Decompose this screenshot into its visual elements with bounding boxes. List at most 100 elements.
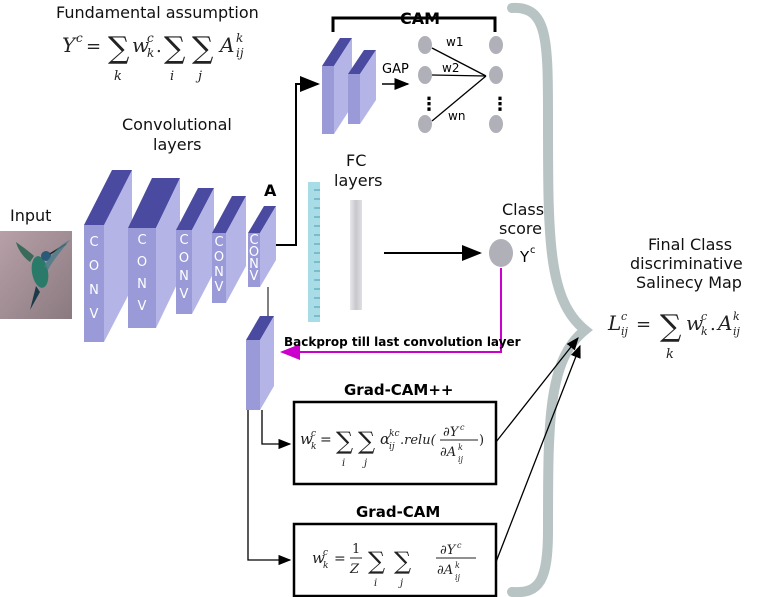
arrow-gradcampp-to-final <box>495 336 579 443</box>
input-image <box>0 231 72 319</box>
gradcampp-title: Grad-CAM++ <box>344 381 453 399</box>
final-label-line3: Salinecy Map <box>636 273 742 292</box>
svg-text:c: c <box>323 548 328 558</box>
conv-block-2 <box>128 178 180 328</box>
svg-text:∂Y: ∂Y <box>443 425 460 440</box>
gap-label: GAP <box>382 62 409 77</box>
cam-nodes-right: ⋮ <box>489 36 509 133</box>
svg-text:∂A: ∂A <box>440 445 456 460</box>
svg-text:w: w <box>300 430 313 448</box>
svg-text:.relu(: .relu( <box>400 433 437 448</box>
backprop-conv-block <box>246 316 274 410</box>
svg-text:i: i <box>342 458 345 469</box>
svg-text:k: k <box>733 310 740 323</box>
convolutional-layers-label-line1: Convolutional <box>122 115 232 134</box>
svg-text:∂Y: ∂Y <box>440 543 457 558</box>
activation-a-label: A <box>264 181 277 200</box>
svg-text:): ) <box>479 433 484 448</box>
fc-label-line2: layers <box>334 171 382 190</box>
conv-letter: C <box>89 235 98 250</box>
gradcam-formula: w c k = 1 Z ∑ i ∑ j ∂Y c ∂A k ij <box>312 541 476 589</box>
svg-text:∑: ∑ <box>108 31 130 66</box>
final-label-line2: discriminative <box>630 254 743 273</box>
svg-text:.: . <box>710 314 716 335</box>
final-label-line1: Final Class <box>648 235 732 254</box>
svg-text:c: c <box>621 310 627 323</box>
fundamental-assumption-title: Fundamental assumption <box>56 3 259 22</box>
cam-nodes-left: ⋮ <box>418 36 438 133</box>
cam-conv-1 <box>322 38 352 134</box>
conv-letter: O <box>249 245 259 260</box>
svg-text:A: A <box>716 311 732 335</box>
svg-text:w: w <box>686 311 703 335</box>
svg-text:c: c <box>76 31 83 45</box>
svg-text:k: k <box>114 69 122 84</box>
class-score-line2: score <box>499 219 542 238</box>
gradcam-title: Grad-CAM <box>356 503 440 521</box>
conv-letter: V <box>138 299 147 314</box>
cam-weight-lines <box>431 47 487 122</box>
svg-text:k: k <box>701 325 708 338</box>
svg-text:1: 1 <box>352 542 360 557</box>
svg-text:c: c <box>311 429 316 439</box>
fc-layer-cyan <box>308 182 320 322</box>
svg-text:=: = <box>320 432 332 448</box>
conv-letter: O <box>179 251 189 266</box>
conv-letter: O <box>137 255 147 270</box>
svg-text:⋮: ⋮ <box>491 94 509 115</box>
conv-letter: C <box>214 235 223 250</box>
svg-text:k: k <box>455 561 460 570</box>
fc-label-line1: FC <box>346 151 366 170</box>
svg-text:∑: ∑ <box>164 31 186 66</box>
class-score-node <box>489 239 513 267</box>
svg-text:Y: Y <box>62 33 77 57</box>
svg-text:Z: Z <box>349 562 360 577</box>
svg-text:i: i <box>374 578 377 589</box>
svg-text:=: = <box>86 36 101 57</box>
svg-text:kc: kc <box>389 429 400 439</box>
arrow-to-gradcam <box>247 410 292 566</box>
svg-text:∑: ∑ <box>660 309 682 344</box>
svg-text:j: j <box>195 69 202 84</box>
conv-letter: C <box>137 233 146 248</box>
conv-letter: N <box>137 277 147 292</box>
input-label: Input <box>10 206 51 225</box>
svg-text:A: A <box>218 33 234 57</box>
cam-conv-2 <box>348 50 376 124</box>
yc-superscript: c <box>530 245 536 256</box>
conv-letter: N <box>214 265 224 280</box>
fc-layer-grey <box>350 200 362 310</box>
svg-text:ij: ij <box>236 46 244 60</box>
svg-text:w: w <box>132 33 149 57</box>
conv-letter: C <box>249 233 258 248</box>
arrow-gradcam-to-final <box>495 344 581 563</box>
conv-letter: N <box>179 269 189 284</box>
backprop-arrow <box>280 268 502 360</box>
convolutional-layers-label-line2: layers <box>153 135 201 154</box>
svg-text:k: k <box>666 347 674 362</box>
svg-text:⋮: ⋮ <box>420 94 438 115</box>
svg-text:j: j <box>398 578 403 589</box>
svg-text:k: k <box>323 561 328 571</box>
svg-text:ij: ij <box>458 455 464 464</box>
svg-text:∑: ∑ <box>368 547 385 575</box>
svg-text:∑: ∑ <box>358 427 375 455</box>
svg-text:k: k <box>236 31 243 45</box>
cam-label: CAM <box>400 9 440 28</box>
svg-text:∂A: ∂A <box>437 563 453 578</box>
weight-w1: w1 <box>446 35 463 49</box>
svg-text:c: c <box>460 423 465 432</box>
svg-text:j: j <box>362 458 367 469</box>
conv-block-1 <box>84 170 132 342</box>
svg-text:k: k <box>458 443 463 452</box>
conv-letter: C <box>179 233 188 248</box>
svg-text:=: = <box>636 314 651 335</box>
conv-block-5 <box>248 206 276 287</box>
svg-text:ij: ij <box>455 573 461 582</box>
svg-text:ij: ij <box>621 325 629 338</box>
svg-text:=: = <box>334 551 346 567</box>
svg-text:∑: ∑ <box>394 547 411 575</box>
gradcam-box <box>292 522 498 597</box>
class-score-line1: Class <box>502 200 544 219</box>
